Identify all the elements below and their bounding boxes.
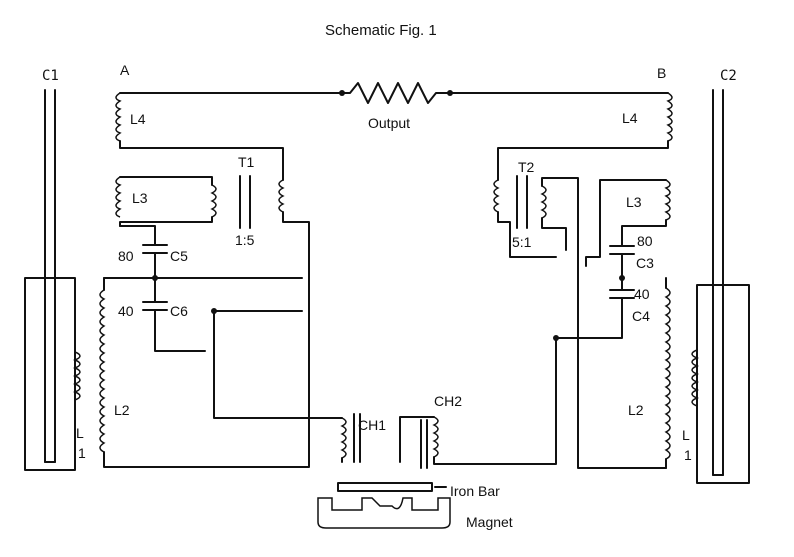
l2-left-coil <box>99 289 106 453</box>
transformer-t1 <box>119 175 310 286</box>
choke-ch2 <box>399 337 557 469</box>
capacitor-c5 <box>119 225 168 303</box>
label-l2-left: L2 <box>114 402 130 418</box>
label-c4: C4 <box>632 308 650 324</box>
cylinder-c1 <box>24 89 81 471</box>
label-c1: C1 <box>42 68 59 84</box>
label-c5-value: 80 <box>118 248 134 264</box>
choke-ch1 <box>340 413 361 463</box>
label-c3: C3 <box>636 255 654 271</box>
label-l1-left-l: L <box>76 425 84 441</box>
label-t1: T1 <box>238 154 255 170</box>
label-l4-right: L4 <box>622 110 638 126</box>
label-t1-ratio: 1:5 <box>235 232 255 248</box>
capacitor-c4 <box>555 289 635 339</box>
label-l1-left-1: 1 <box>78 445 86 461</box>
diagram-title: Schematic Fig. 1 <box>325 22 437 39</box>
capacitor-c6 <box>142 301 206 352</box>
label-magnet: Magnet <box>466 514 513 530</box>
l4-right-coil <box>666 92 673 142</box>
label-c6-value: 40 <box>118 303 134 319</box>
label-l3-right: L3 <box>626 194 642 210</box>
label-ch2: CH2 <box>434 393 462 409</box>
label-c4-value: 40 <box>634 286 650 302</box>
l1-left-coil <box>72 351 81 401</box>
label-l3-left: L3 <box>132 190 148 206</box>
iron-bar <box>337 482 447 492</box>
l1-right-coil <box>691 349 700 407</box>
label-l4-left: L4 <box>130 111 146 127</box>
label-l1-right-l: L <box>682 427 690 443</box>
label-l1-right-1: 1 <box>684 447 692 463</box>
label-c5: C5 <box>170 248 188 264</box>
l4-left-coil <box>115 92 122 142</box>
label-output: Output <box>368 115 410 131</box>
label-iron-bar: Iron Bar <box>450 483 500 499</box>
l3-right-coil <box>664 179 671 221</box>
label-l2-right: L2 <box>628 402 644 418</box>
magnet <box>317 497 451 529</box>
label-a: A <box>120 62 130 78</box>
output-resistor <box>119 82 669 104</box>
transformer-t2 <box>493 175 667 469</box>
label-t2: T2 <box>518 159 535 175</box>
label-c3-value: 80 <box>637 233 653 249</box>
label-t2-ratio: 5:1 <box>512 234 532 250</box>
label-b: B <box>657 65 666 81</box>
capacitor-c3 <box>585 245 635 291</box>
label-c6: C6 <box>170 303 188 319</box>
l2-right-coil <box>664 287 671 460</box>
cylinder-c2 <box>691 89 750 484</box>
label-ch1: CH1 <box>358 417 386 433</box>
l3-left-coil <box>115 176 122 218</box>
label-c2: C2 <box>720 68 737 84</box>
